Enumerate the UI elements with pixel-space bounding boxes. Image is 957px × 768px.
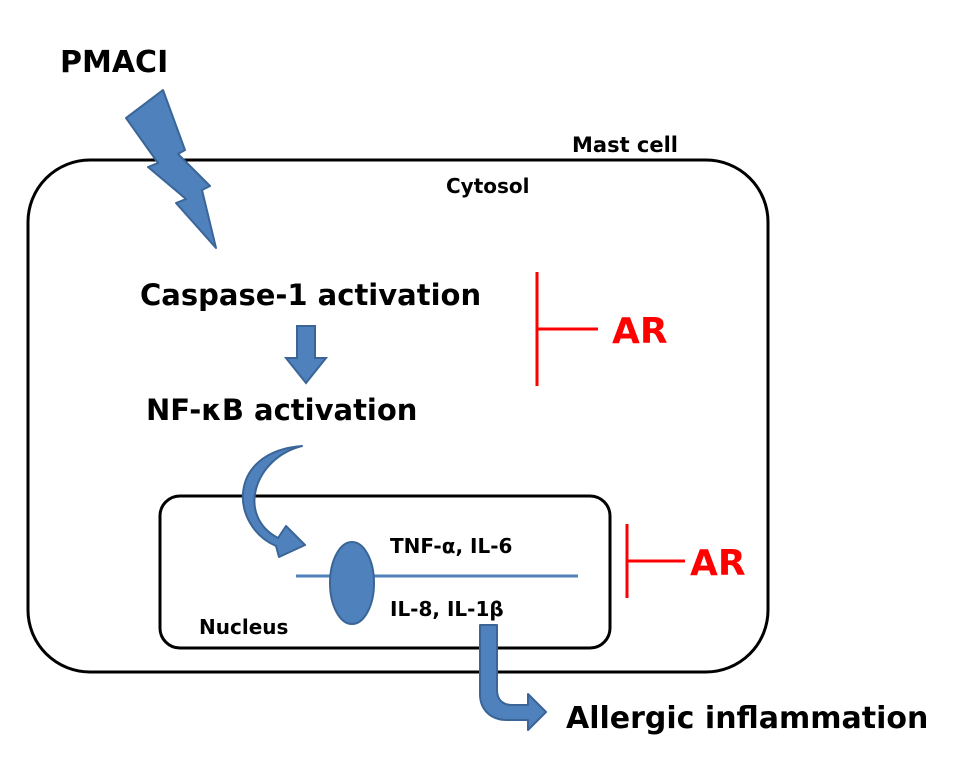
curved-arrow-icon <box>241 445 306 558</box>
nucleus-boundary <box>158 494 612 650</box>
nfkb-activation-label: NF-κB activation <box>146 393 417 427</box>
cytosol-label: Cytosol <box>446 174 530 198</box>
allergic-inflammation-label: Allergic inflammation <box>566 701 928 736</box>
lightning-bolt-icon <box>125 89 217 249</box>
inhibition-symbol-upper <box>535 272 598 386</box>
stimulus-label: PMACI <box>60 45 168 80</box>
inhibition-symbol-lower <box>625 524 685 598</box>
nucleus-label: Nucleus <box>199 615 288 639</box>
transcription-factor-ellipse <box>329 541 375 625</box>
gene-label-top: TNF-α, IL-6 <box>390 534 512 558</box>
inhibitor-label-lower: AR <box>690 543 746 584</box>
mast-cell-label: Mast cell <box>572 133 678 157</box>
down-arrow-icon <box>283 325 329 385</box>
inhibitor-label-upper: AR <box>612 311 668 352</box>
mast-cell-boundary <box>26 158 770 674</box>
gene-label-bottom: IL-8, IL-1β <box>390 597 504 621</box>
bent-output-arrow-icon <box>479 624 547 731</box>
caspase-activation-label: Caspase-1 activation <box>140 278 481 312</box>
